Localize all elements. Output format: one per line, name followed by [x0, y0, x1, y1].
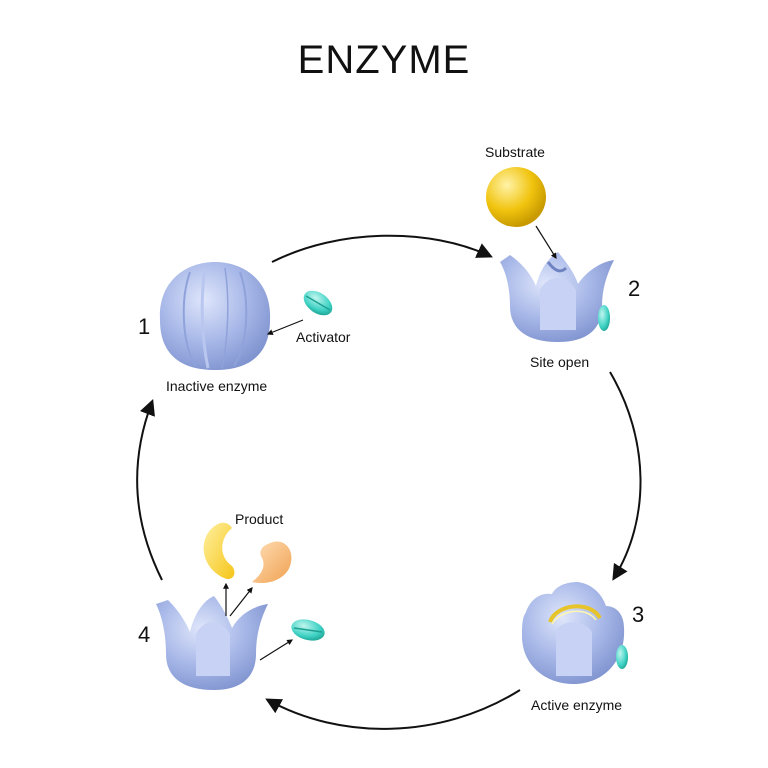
stage-label-site-open: Site open	[530, 354, 590, 370]
cycle-arrow-2-to-3	[609, 371, 642, 581]
stage-label-inactive-enzyme: Inactive enzyme	[166, 378, 268, 394]
stage-number-1: 1	[138, 314, 151, 339]
activator-pointer-arrow	[266, 319, 304, 336]
product-release-enzyme-shape	[156, 596, 268, 690]
cycle-arrow-4-to-1	[136, 399, 163, 581]
cycle-arrow-1-to-2	[271, 234, 493, 263]
activator-release-arrow	[259, 639, 294, 661]
substrate-label: Substrate	[485, 144, 545, 160]
activator-molecule-free	[303, 290, 333, 316]
product-orange-fragment	[252, 541, 292, 584]
stage-number-3: 3	[632, 602, 645, 627]
diagram-title: ENZYME	[297, 38, 471, 82]
substrate-molecule	[486, 167, 546, 227]
active-enzyme-shape	[522, 582, 625, 684]
activator-molecule-released	[291, 619, 325, 641]
site-open-enzyme-shape	[500, 252, 614, 342]
activator-label: Activator	[296, 329, 351, 345]
activator-bound-stage3	[616, 645, 628, 669]
stage-number-4: 4	[138, 622, 151, 647]
stage-number-2: 2	[628, 276, 641, 301]
activator-bound-stage2	[598, 305, 610, 331]
cycle-arrow-3-to-4	[265, 689, 521, 730]
product-release-arrow-2	[229, 587, 253, 617]
substrate-pointer-arrow	[535, 225, 557, 260]
product-yellow-fragment	[203, 522, 235, 580]
inactive-enzyme-shape	[159, 262, 271, 370]
product-label: Product	[235, 511, 284, 527]
stage-label-active-enzyme: Active enzyme	[531, 697, 623, 713]
